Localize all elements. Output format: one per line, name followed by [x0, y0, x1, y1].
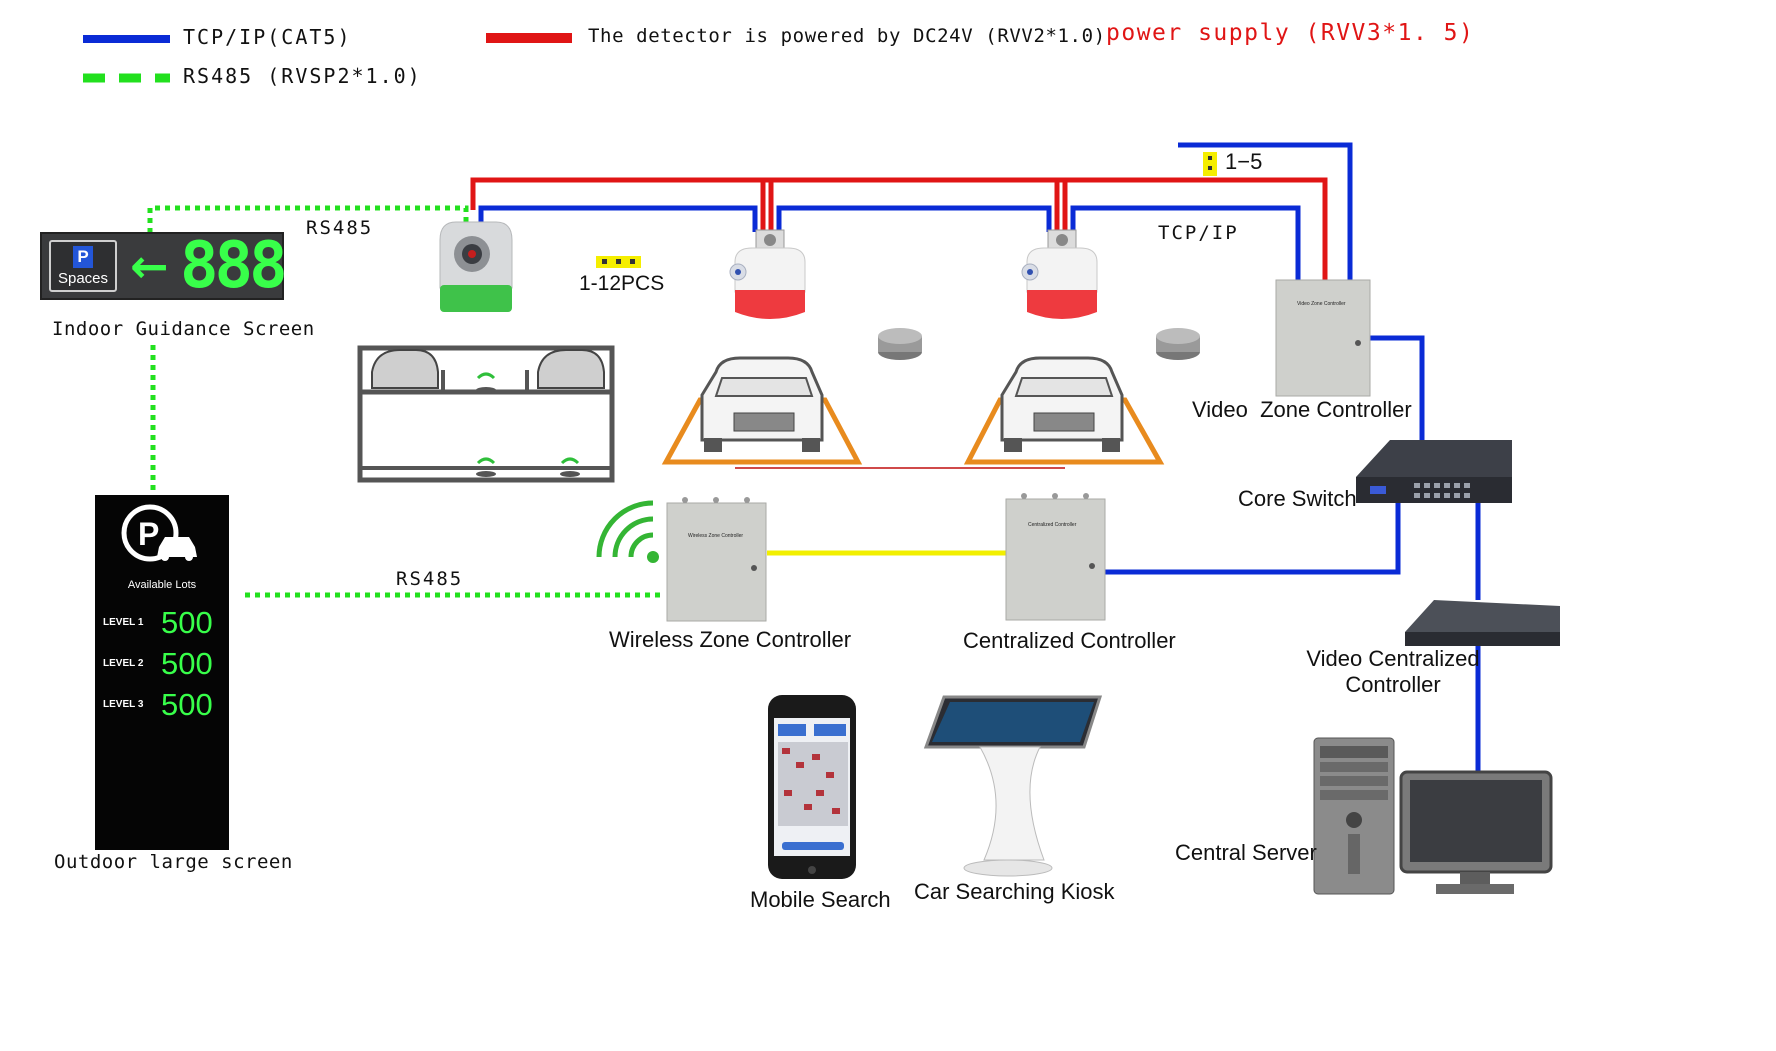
- wireless-zone-controller-plate: Wireless Zone Controller: [688, 533, 744, 539]
- level-name: LEVEL 1: [103, 617, 144, 628]
- kiosk-icon: [923, 695, 1103, 877]
- rs485-top-label: RS485: [306, 217, 374, 239]
- legend-rs485-label: RS485 (RVSP2*1.0): [183, 64, 422, 88]
- tcpip-top-label: TCP/IP: [1158, 222, 1239, 244]
- available-lots-label: Available Lots: [127, 579, 197, 591]
- diagram-canvas: [83, 33, 1560, 895]
- centralized-controller-plate: Centralized Controller: [1028, 522, 1077, 528]
- level-row: LEVEL 1 500: [103, 605, 227, 641]
- indoor-guidance-screen: P Spaces ← 888: [40, 229, 288, 303]
- level-count: 500: [161, 605, 213, 640]
- server-tower-icon: [1313, 737, 1395, 895]
- video-detector-icon: [729, 229, 806, 319]
- outdoor-large-screen: P Available Lots LEVEL 1 500 LEVEL 2 500…: [95, 495, 229, 850]
- tcpip-wiring: [478, 142, 1481, 772]
- wireless-zone-controller-cabinet: [666, 497, 767, 622]
- parking-car-icon: P: [121, 504, 197, 562]
- wireless-zone-controller-label: Wireless Zone Controller: [609, 627, 852, 652]
- guidance-arrow-icon: ←: [130, 239, 169, 293]
- parking-bay-right: [963, 356, 1165, 465]
- legend-detector-power-label: The detector is powered by DC24V (RVV2*1…: [588, 25, 1106, 47]
- car-searching-kiosk-label: Car Searching Kiosk: [914, 879, 1115, 904]
- mobile-search-label: Mobile Search: [750, 887, 891, 912]
- level-name: LEVEL 3: [103, 699, 144, 710]
- stacker-parking-icon: [357, 345, 615, 483]
- range-1-12-label: 1-12PCS: [579, 272, 665, 295]
- central-server-label: Central Server: [1175, 840, 1317, 865]
- power-wiring: [470, 177, 1328, 282]
- svg-text:P: P: [138, 516, 159, 552]
- wireless-signal-icon: [596, 500, 659, 563]
- monitor-icon: [1399, 770, 1553, 894]
- level-count: 500: [161, 687, 213, 722]
- parking-p-icon: P: [73, 246, 93, 268]
- legend-tcpip-label: TCP/IP(CAT5): [183, 25, 352, 49]
- indoor-screen-caption: Indoor Guidance Screen: [52, 318, 315, 340]
- ground-sensor-icon: [878, 328, 922, 360]
- level-count: 500: [161, 646, 213, 681]
- video-centralized-controller-icon: [1405, 600, 1560, 646]
- mobile-phone-icon: [768, 695, 856, 879]
- rs485-bottom-label: RS485: [396, 568, 464, 590]
- indoor-space-count: 888: [180, 229, 288, 303]
- outdoor-screen-caption: Outdoor large screen: [54, 851, 293, 873]
- centralized-controller-cabinet: [1005, 493, 1106, 621]
- spaces-label: Spaces: [57, 270, 109, 287]
- centralized-controller-label: Centralized Controller: [963, 628, 1176, 653]
- range-marker-icon: [596, 152, 1217, 268]
- core-switch-icon: [1356, 440, 1512, 503]
- core-switch-label: Core Switch: [1238, 486, 1357, 511]
- legend-power-supply-label: power supply (RVV3*1. 5): [1106, 20, 1475, 46]
- video-zone-controller-plate: Video Zone Controller: [1297, 301, 1346, 307]
- range-1-5-label: 1−5: [1225, 149, 1263, 174]
- parking-bay-left: [661, 356, 863, 465]
- video-detector-icon: [1021, 229, 1098, 319]
- level-row: LEVEL 2 500: [103, 646, 227, 682]
- parking-sign: P Spaces: [49, 240, 117, 292]
- dome-camera-icon: [439, 221, 513, 312]
- rs485-wiring: [147, 205, 664, 598]
- ground-sensor-icon: [1156, 328, 1200, 360]
- level-row: LEVEL 3 500: [103, 687, 227, 723]
- video-centralized-controller-label: Video Centralized Controller: [1306, 646, 1480, 697]
- video-zone-controller-label: Video Zone Controller: [1192, 397, 1412, 422]
- video-zone-controller-cabinet: [1275, 279, 1371, 397]
- level-name: LEVEL 2: [103, 658, 144, 669]
